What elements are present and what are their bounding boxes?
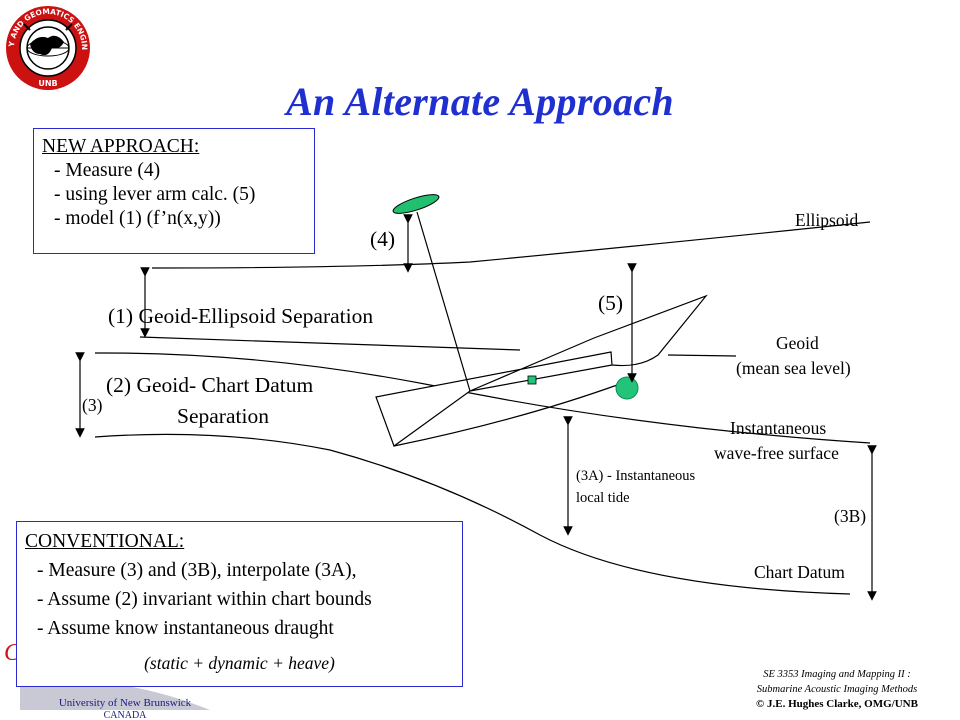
conventional-box: CONVENTIONAL: - Measure (3) and (3B), in… bbox=[16, 521, 463, 687]
antenna-mast bbox=[416, 211, 471, 392]
label-instantaneous: Instantaneous bbox=[730, 418, 826, 438]
conventional-note: (static + dynamic + heave) bbox=[144, 653, 335, 673]
transducer bbox=[615, 376, 639, 400]
gps-antenna bbox=[392, 194, 440, 214]
ship-hull bbox=[375, 294, 708, 447]
geoid-line-right bbox=[667, 354, 737, 357]
label-geoid-chart-datum-separation: (2) Geoid- Chart Datum bbox=[106, 373, 313, 397]
conventional-item: - Assume (2) invariant within chart boun… bbox=[37, 589, 372, 610]
new-approach-item: - model (1) (f’n(x,y)) bbox=[54, 208, 221, 229]
label-3b: (3B) bbox=[834, 506, 866, 526]
ship-keel bbox=[393, 383, 621, 447]
geodesy-logo: GEODESY AND GEOMATICS ENGINEERING UNB bbox=[4, 4, 90, 90]
label-3a-local-tide: local tide bbox=[576, 490, 630, 506]
label-wave-free-surface: wave-free surface bbox=[714, 443, 839, 463]
unb-country: CANADA bbox=[104, 710, 148, 720]
footer-copyright: © J.E. Hughes Clarke, OMG/UNB bbox=[756, 698, 918, 710]
label-geoid: Geoid bbox=[776, 333, 819, 353]
instantaneous-surface-line bbox=[94, 352, 871, 444]
new-approach-box: NEW APPROACH: - Measure (4) - using leve… bbox=[33, 128, 315, 254]
conventional-item: - Measure (3) and (3B), interpolate (3A)… bbox=[37, 560, 357, 581]
footer-course-title: Submarine Acoustic Imaging Methods bbox=[756, 683, 918, 695]
new-approach-item: - using lever arm calc. (5) bbox=[54, 184, 256, 205]
slide-title: An Alternate Approach bbox=[286, 79, 674, 124]
label-mean-sea-level: (mean sea level) bbox=[736, 358, 851, 378]
label-3a-instantaneous: (3A) - Instantaneous bbox=[576, 468, 696, 484]
conventional-item: - Assume know instantaneous draught bbox=[37, 618, 334, 639]
label-geoid-ellipsoid-separation: (1) Geoid-Ellipsoid Separation bbox=[108, 304, 373, 328]
reference-point-marker bbox=[527, 375, 537, 385]
ship-deck-line bbox=[469, 364, 613, 392]
ellipsoid-line bbox=[151, 221, 871, 269]
chart-datum-line bbox=[94, 433, 851, 595]
footer-course: SE 3353 Imaging and Mapping II : bbox=[763, 669, 911, 680]
new-approach-item: - Measure (4) bbox=[54, 160, 161, 181]
label-5: (5) bbox=[598, 291, 623, 315]
label-separation: Separation bbox=[177, 404, 269, 428]
footer: SE 3353 Imaging and Mapping II : Submari… bbox=[722, 668, 952, 712]
unb-name: University of New Brunswick bbox=[59, 697, 192, 709]
new-approach-heading: NEW APPROACH: bbox=[42, 136, 200, 157]
label-chart-datum: Chart Datum bbox=[754, 562, 845, 582]
logo-bottom-text: UNB bbox=[38, 79, 57, 88]
label-ellipsoid: Ellipsoid bbox=[795, 210, 858, 230]
conventional-heading: CONVENTIONAL: bbox=[25, 531, 185, 552]
label-4: (4) bbox=[370, 227, 395, 251]
geoid-line bbox=[139, 336, 521, 351]
label-3: (3) bbox=[82, 395, 103, 415]
